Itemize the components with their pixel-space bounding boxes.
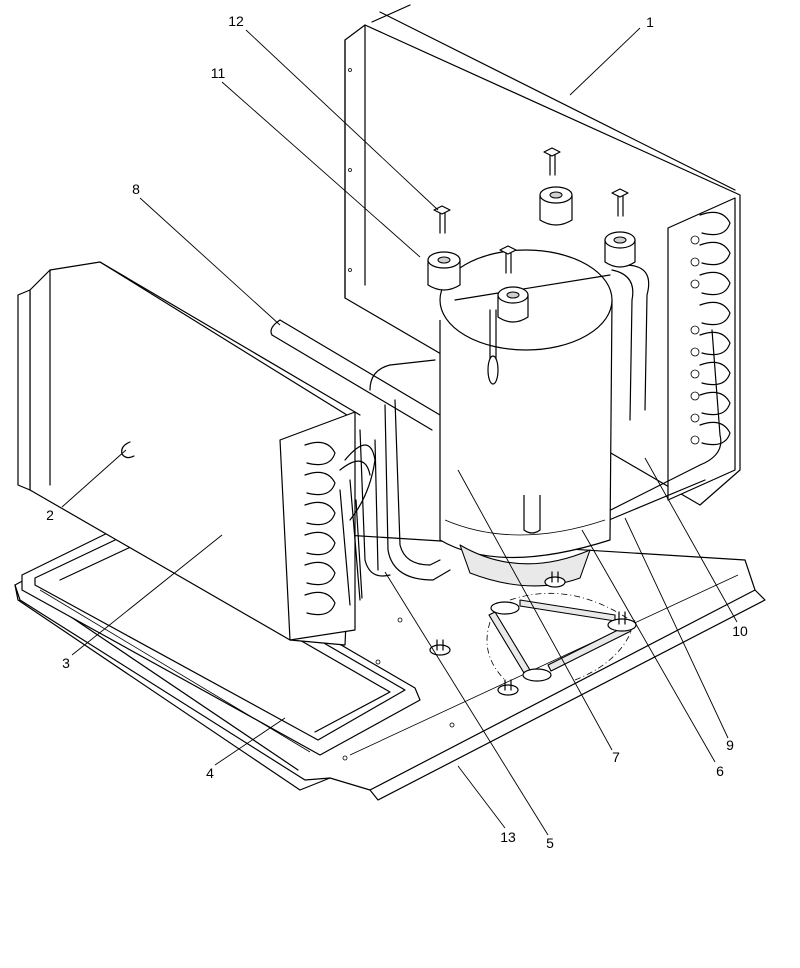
mounting-bolt [433,205,451,234]
mounting-bolt [543,147,561,176]
callout-leaders [61,27,738,836]
compressor-mount-studs [429,571,637,696]
mounting-bolt [611,188,629,217]
mounting-bolt [499,245,517,274]
evaporator-assembly [17,261,361,646]
callout-6: 6 [716,763,724,779]
callout-11: 11 [211,65,226,81]
callout-10: 10 [732,623,748,639]
callout-labels: 1 2 3 4 5 6 7 8 9 10 11 12 13 [46,13,748,851]
callout-1: 1 [646,14,654,30]
mounting-grommet [539,186,573,226]
compressor [439,231,636,587]
callout-12: 12 [228,13,244,29]
callout-7: 7 [612,749,620,765]
mounting-grommet [427,251,461,291]
callout-5: 5 [546,835,554,851]
callout-4: 4 [206,765,214,781]
callout-9: 9 [726,737,734,753]
callout-2: 2 [46,507,54,523]
callout-8: 8 [132,181,140,197]
callout-3: 3 [62,655,70,671]
callout-13: 13 [500,829,516,845]
